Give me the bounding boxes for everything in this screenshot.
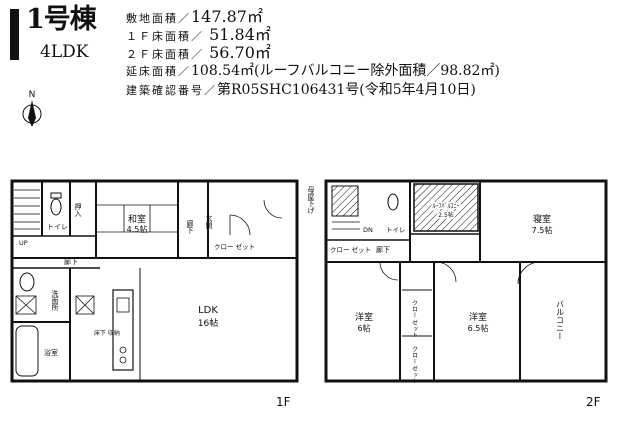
room-roof-balcony: ﾙｰﾌﾊﾞﾙｺﾆｰ: [432, 203, 459, 210]
spec-label: ２Ｆ床面積／: [126, 48, 204, 61]
room-toilet-2f: トイレ: [386, 226, 406, 234]
spec-value: 56.70㎡: [204, 43, 271, 62]
spec-1f-area: １Ｆ床面積／ 51.84㎡: [126, 26, 271, 46]
room-washitsu: 和室: [128, 213, 146, 225]
building-title: 1号棟: [26, 4, 97, 35]
room-toilet-1f: トイレ: [47, 223, 68, 231]
room-bath: 浴室: [44, 348, 58, 357]
room-balcony: バルコニー: [556, 300, 565, 340]
room-ldk-size: 16帖: [198, 317, 218, 329]
floor-1f-label: 1F: [276, 395, 291, 409]
spec-permit-number: 建築確認番号／第R05SHC106431号(令和5年4月10日): [126, 81, 476, 100]
room-fukinuke: 母屋下げ: [307, 186, 315, 215]
floor-2f-label: 2F: [586, 395, 601, 409]
floor-2f-plan: [324, 179, 608, 383]
room-western-2: 洋室: [469, 311, 487, 323]
spec-value: 第R05SHC106431号(令和5年4月10日): [217, 82, 476, 98]
floor-2f-labels: 母屋下げ DN トイレ ﾙｰﾌﾊﾞﾙｺﾆｰ 2.5帖 寝室 7.5帖 クロー ゼ…: [307, 186, 601, 409]
spec-label: 敷地面積／: [126, 12, 191, 25]
stair-up-label: UP: [19, 239, 28, 247]
floor-1f-labels: トイレ 押入 和室 4.5帖 廊下 クロー ゼット 玄関 廊下 UP 洗面所 浴…: [19, 202, 291, 409]
room-master-bedroom-size: 7.5帖: [532, 225, 553, 235]
room-hallway-2f: 廊下: [376, 245, 390, 254]
layout-type: 4LDK: [40, 42, 89, 62]
room-hallway-1f: 廊下: [186, 219, 194, 235]
title-accent-bar: [10, 9, 19, 60]
spec-value: 51.84㎡: [204, 25, 271, 44]
room-western-2-size: 6.5帖: [468, 323, 489, 333]
spec-value: 108.54㎡(ルーフバルコニー除外面積／98.82㎡): [191, 63, 500, 79]
spec-value: 147.87㎡: [191, 7, 263, 26]
room-closet-1f: クロー ゼット: [214, 242, 255, 251]
room-roof-balcony-size: 2.5帖: [438, 211, 454, 219]
spec-2f-area: ２Ｆ床面積／ 56.70㎡: [126, 44, 271, 64]
room-master-bedroom: 寝室: [533, 213, 551, 225]
floor-1f-plan: [10, 179, 299, 383]
spec-label: 延床面積／: [126, 65, 191, 78]
room-entrance: 玄関: [205, 214, 213, 230]
room-closet-2f-a: クロー ゼット: [330, 245, 371, 254]
room-pantry: 床下 収納: [94, 329, 120, 337]
room-western-1: 洋室: [355, 311, 373, 323]
spec-total-area: 延床面積／108.54㎡(ルーフバルコニー除外面積／98.82㎡): [126, 62, 500, 81]
room-washitsu-size: 4.5帖: [127, 224, 148, 234]
compass-north-label: N: [29, 90, 36, 100]
north-compass-icon: N: [22, 90, 42, 127]
room-closet-2f-b: クロー ゼット: [411, 300, 418, 338]
room-storage: 押入: [74, 202, 82, 217]
spec-label: １Ｆ床面積／: [126, 30, 204, 43]
room-washroom: 洗面所: [51, 289, 59, 312]
stair-down-label: DN: [363, 226, 373, 234]
spec-label: 建築確認番号／: [126, 84, 217, 97]
room-entrance-hall: 廊下: [64, 257, 78, 266]
room-western-1-size: 6帖: [357, 323, 370, 333]
spec-site-area: 敷地面積／147.87㎡: [126, 8, 263, 28]
room-ldk: LDK: [198, 305, 218, 316]
room-closet-2f-c: クロー ゼット: [411, 346, 418, 384]
